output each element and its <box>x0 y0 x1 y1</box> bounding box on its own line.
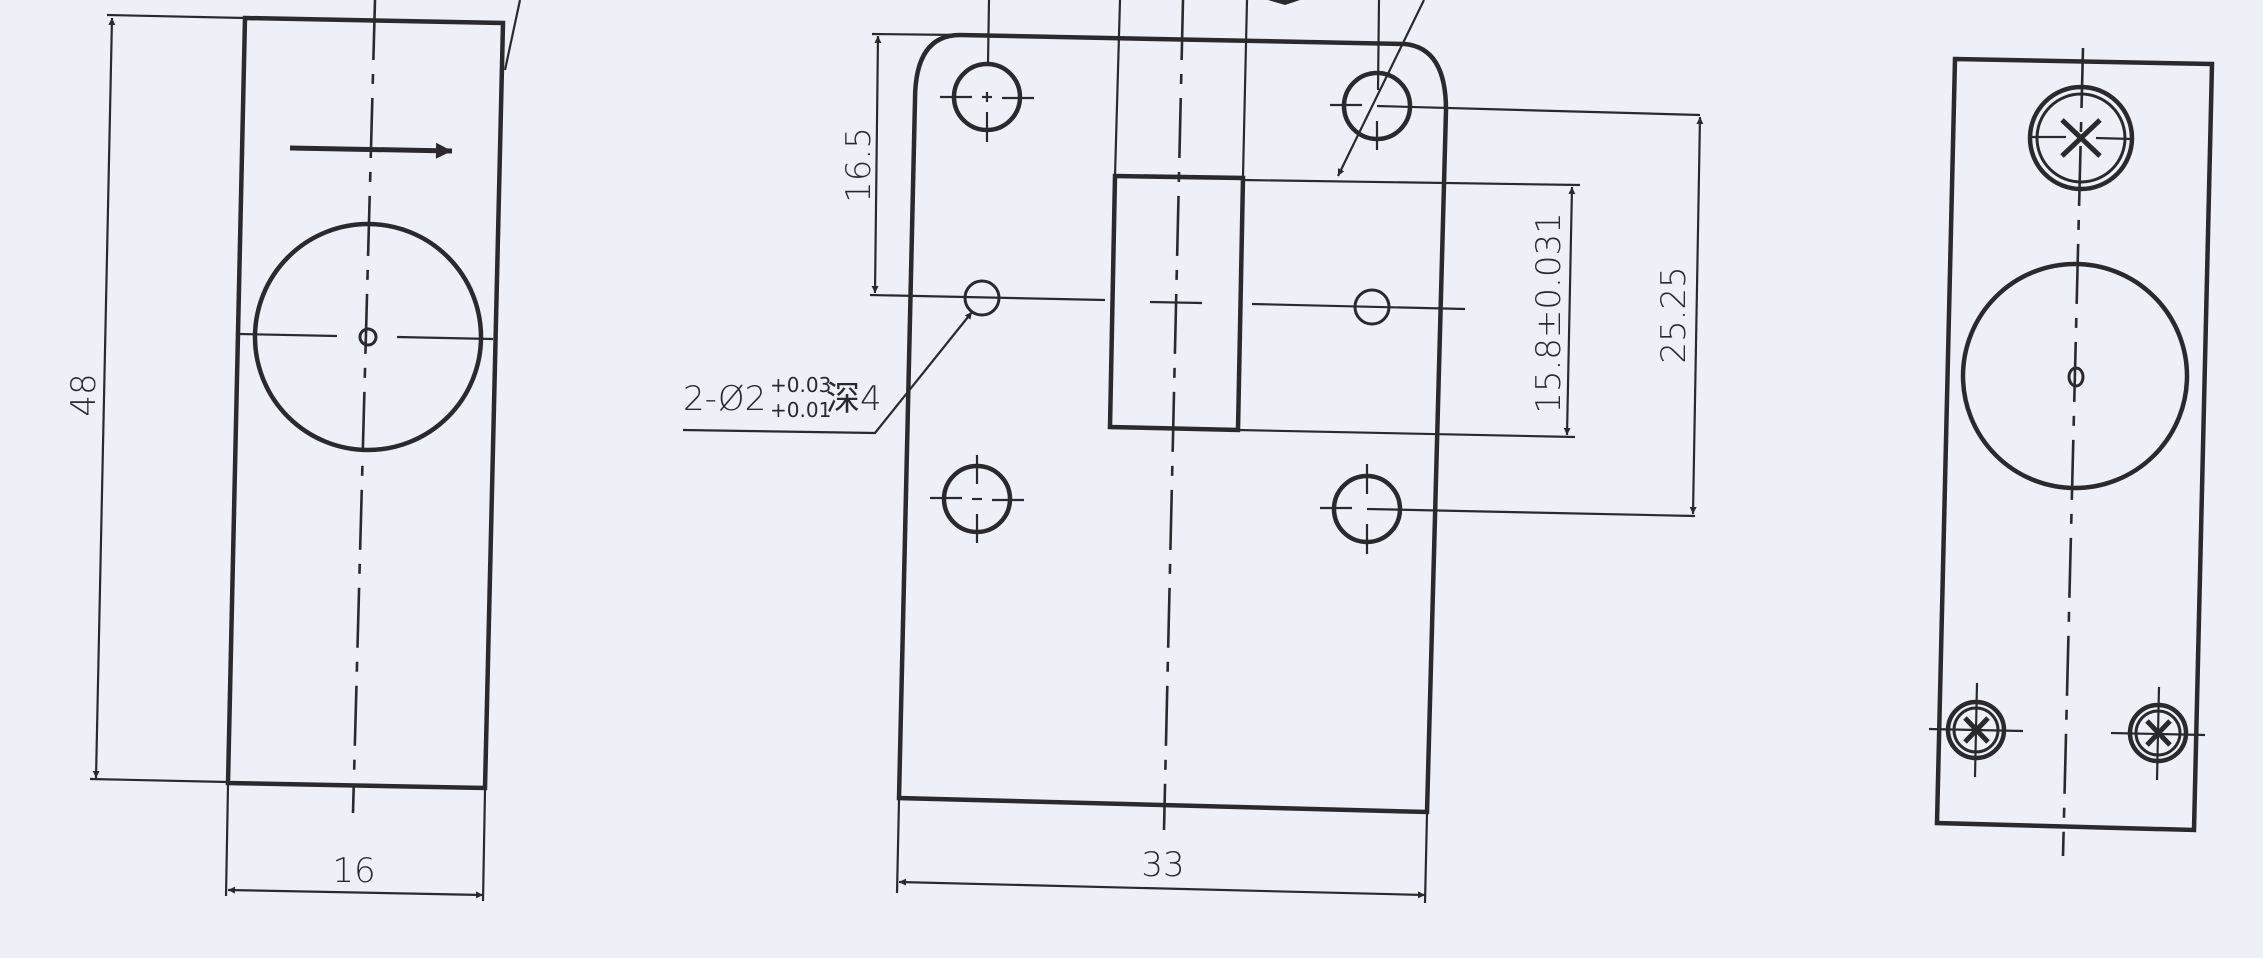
dim-16.5-label: 16.5 <box>839 127 879 203</box>
left-view-h-center-right <box>396 335 494 341</box>
hole-callout: 2-Ø2 +0.03 +0.01 深4 <box>683 373 882 422</box>
dim-48-ext-bottom <box>89 777 229 784</box>
screw-top-icon <box>2027 84 2135 192</box>
dim-15.8-line <box>1563 186 1576 436</box>
callout-leader <box>682 311 973 435</box>
dim-16.5-line <box>871 35 882 294</box>
svg-text:+0.01: +0.01 <box>770 398 831 422</box>
dim-25.25-label: 25.25 <box>1654 266 1694 363</box>
left-view: 48 16 <box>64 0 522 902</box>
dim-48-ext-top <box>106 13 246 20</box>
left-view-outline <box>225 15 506 791</box>
dim-16-label: 16 <box>332 851 375 891</box>
dim-15.8-ext-bottom <box>1237 428 1576 439</box>
right-view-center-point <box>2067 366 2085 388</box>
direction-arrow-icon <box>289 142 453 159</box>
right-view-outline <box>1934 56 2215 833</box>
hole-bottom-left <box>930 455 1024 543</box>
front-vline-4 <box>1376 0 1381 91</box>
hole-top-left <box>940 61 1034 142</box>
dim-48-line <box>92 17 116 779</box>
dim-33-line <box>898 878 1426 899</box>
front-top-arrow-fragment <box>1268 0 1300 5</box>
front-view: 2-Ø2 +0.03 +0.01 深4 16.5 15.8±0.031 25.2… <box>682 0 1704 904</box>
dim-15.8-label: 15.8±0.031 <box>1529 212 1569 414</box>
dim-16.5-ext-top <box>871 32 961 37</box>
dim-16-line <box>227 886 484 899</box>
left-view-centerline <box>351 0 377 814</box>
dim-16-ext-right <box>481 789 487 902</box>
svg-text:2-Ø2: 2-Ø2 <box>683 379 766 419</box>
front-vline-1 <box>986 0 991 65</box>
right-view-large-circle <box>1960 261 2190 491</box>
dim-33-ext-right <box>1423 813 1429 904</box>
dim-33-label: 33 <box>1141 845 1184 885</box>
dim-48-label: 48 <box>64 373 104 416</box>
left-view-large-circle <box>252 221 484 453</box>
right-view <box>1928 47 2215 857</box>
dim-33-ext-left <box>895 799 901 894</box>
screw-bottom-left-icon <box>1928 682 2024 778</box>
svg-text:深4: 深4 <box>826 379 882 419</box>
front-slot-hcross <box>1149 300 1203 305</box>
dim-16-ext-left <box>224 784 230 897</box>
left-view-h-center-left <box>239 332 338 338</box>
front-vline-3 <box>1241 0 1249 177</box>
hole-top-right <box>1330 0 1701 177</box>
screw-bottom-right-icon <box>2110 686 2206 781</box>
left-view-center-point <box>358 327 378 347</box>
front-centerline <box>1162 0 1185 831</box>
pin-hole-left <box>869 279 1106 317</box>
front-view-outline <box>896 32 1449 815</box>
svg-text:+0.03: +0.03 <box>770 373 831 397</box>
hole-bottom-right <box>1320 464 1696 554</box>
right-view-centerline <box>2061 47 2085 857</box>
left-view-leader <box>503 0 522 71</box>
dim-25.25-line <box>1689 116 1704 515</box>
pin-hole-right <box>1251 288 1466 326</box>
dim-15.8-ext-top <box>1242 178 1581 187</box>
front-vline-2 <box>1113 0 1122 177</box>
